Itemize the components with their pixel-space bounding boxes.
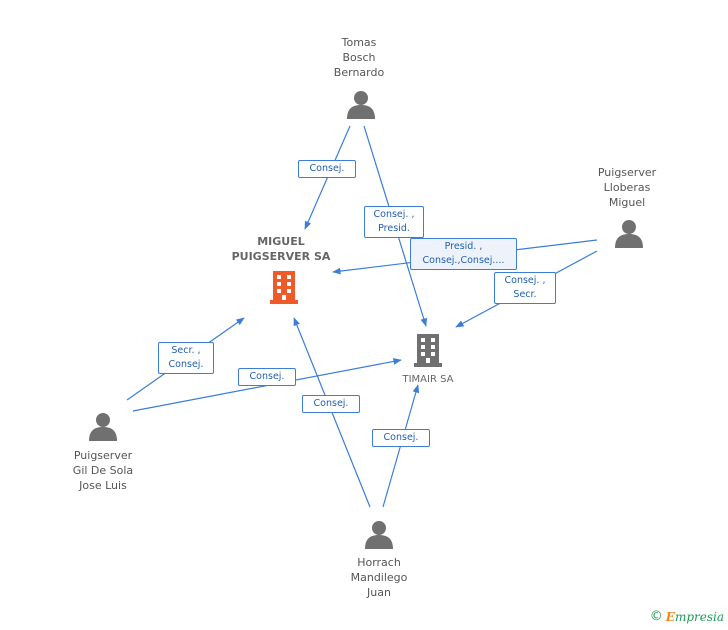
- edge-label-horrach-timair[interactable]: Consej.: [372, 429, 430, 447]
- person-icon[interactable]: [614, 218, 644, 248]
- person-label-horrach[interactable]: Horrach Mandilego Juan: [350, 556, 408, 599]
- person-icon[interactable]: [88, 411, 118, 441]
- edge-label-lloberas-miguel[interactable]: Presid. , Consej.,Consej....: [410, 238, 517, 270]
- person-icon[interactable]: [346, 89, 376, 119]
- edge-label-gil-miguel[interactable]: Secr. , Consej.: [158, 342, 214, 374]
- footer-brand[interactable]: © Empresia: [650, 609, 724, 624]
- building-icon[interactable]: [270, 270, 298, 304]
- copyright-symbol: ©: [649, 609, 663, 624]
- edge-label-lloberas-timair[interactable]: Consej. , Secr.: [494, 272, 556, 304]
- company-label-timair[interactable]: TIMAIR SA: [402, 374, 454, 385]
- person-label-gil[interactable]: Puigserver Gil De Sola Jose Luis: [72, 449, 134, 492]
- edge-label-tomas-miguel[interactable]: Consej.: [298, 160, 356, 178]
- company-label-miguel-puigserver[interactable]: MIGUEL PUIGSERVER SA: [231, 235, 331, 263]
- edge-label-tomas-timair[interactable]: Consej. , Presid.: [364, 206, 424, 238]
- person-icon[interactable]: [364, 519, 394, 549]
- edge-label-horrach-miguel[interactable]: Consej.: [302, 395, 360, 413]
- brand-logo: Empresia: [665, 609, 724, 624]
- building-icon[interactable]: [414, 333, 442, 367]
- person-label-lloberas[interactable]: Puigserver Lloberas Miguel: [597, 166, 657, 209]
- person-label-tomas[interactable]: Tomas Bosch Bernardo: [333, 36, 385, 79]
- edge-label-gil-timair[interactable]: Consej.: [238, 368, 296, 386]
